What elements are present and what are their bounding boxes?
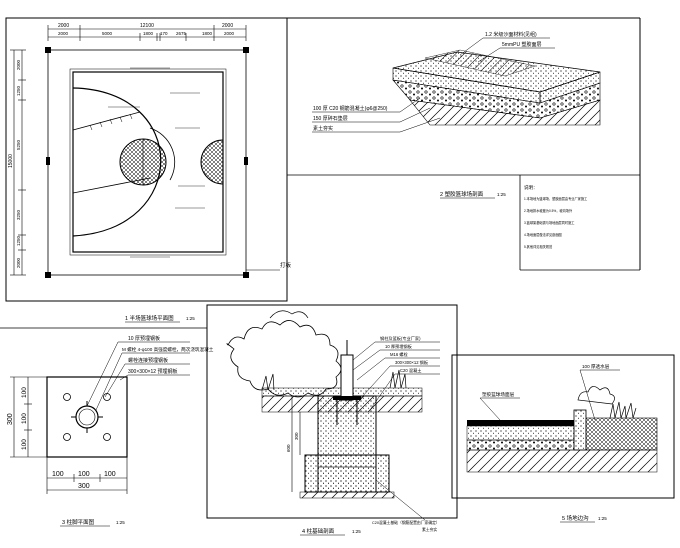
edge-detail: 塑胶篮球场面层 100 厚透水层 5 场地边沟 1:25 [451,354,675,523]
found-callout-5: C20 混凝土 [400,367,421,374]
found-note-2: 素土夯实 [422,527,437,532]
top-dim-inner-4: 170 [160,31,168,36]
left-dim-3: 5250 [16,139,21,150]
base-label-4: 300×300×12 预埋钢板 [128,368,177,375]
left-dim-total: 15000 [8,154,14,168]
top-dim-inner-7: 2000 [224,31,235,36]
left-dim-2: 1250 [16,85,21,96]
base-bottom-2: 100 [78,471,90,478]
surface-section: 1.2 米级沙面材料(见组) 5mmPU 塑胶面层 100 厚 C20 钢筋混凝… [312,31,601,199]
top-dim-inner-1: 2000 [58,31,69,36]
sec-label-5: 素土夯实 [313,125,333,132]
edge-caption: 5 场地边沟 [562,514,589,522]
edge-label-right: 100 厚透水层 [582,363,610,370]
notes-item-2: 2.场地排水坡度为0.5%，坡向场外 [524,208,573,213]
sec-label-4: 150 厚碎石垫层 [313,115,348,122]
court-plan: 2000 12100 2000 2000 5000 1800 170 2675 … [5,17,641,302]
found-callout-4: 300×300×12 钢板 [395,359,429,366]
notes-item-1: 1.本场地为篮球场，塑胶面层由专业厂家施工 [524,196,588,201]
sec-label-1: 1.2 米级沙面材料(见组) [485,31,537,38]
base-plate-plan: 10 厚预埋钢板 M 螺栓 4-φ100 高强度螺栓，两次浇筑混凝土 螺栓连接预… [0,327,214,527]
base-bottom-3: 100 [104,471,116,478]
base-bottom-total: 300 [78,483,90,490]
edge-label-left: 塑胶篮球场面层 [482,391,515,398]
base-left-2: 100 [21,413,28,424]
foundation-section: 钢柱及篮板(专业厂家) 10 厚预埋钢板 M16 螺栓 300×300×12 钢… [206,304,458,536]
found-scale: 1:25 [352,529,361,534]
top-dim-inner-6: 1800 [202,31,213,36]
top-dim-2: 12100 [140,23,154,29]
found-callout-1: 钢柱及篮板(专业厂家) [380,335,421,342]
base-left-3: 100 [21,439,28,450]
top-dim-inner-3: 1800 [143,31,154,36]
found-callout-2: 10 厚预埋钢板 [385,343,413,350]
notes-item-5: 5.其他详见相关规范 [524,244,553,249]
top-dim-inner-5: 2675 [176,31,187,36]
left-dim-5: 1250 [16,235,21,246]
notes-title: 说明： [524,184,538,191]
base-label-3: 螺栓连接预埋钢板 [128,357,168,364]
top-dim-1: 2000 [58,23,69,29]
sec-label-3: 100 厚 C20 钢筋混凝土(φ6@250) [313,105,388,112]
found-note-1: C20混凝土基础（钢筋配置由厂家确定） [372,520,440,525]
top-dim-3: 2000 [222,23,233,29]
base-left-1: 100 [21,387,28,398]
notes-item-4: 4.场地面层做法详见剖面图 [524,232,562,237]
sec-scale: 1:25 [497,192,506,197]
left-dim-4: 3250 [16,209,21,220]
found-callout-3: M16 螺栓 [390,351,408,358]
notes-item-3: 3.篮球架基础需与场地面层同时施工 [524,220,575,225]
base-caption: 3 柱脚平面图 [62,518,95,526]
sec-caption: 2 塑胶篮球场剖面 [440,190,484,198]
top-dim-inner-2: 5000 [102,31,113,36]
left-dim-1: 2000 [16,59,21,70]
notes-block: 说明： 1.本场地为篮球场，塑胶面层由专业厂家施工 2.场地排水坡度为0.5%，… [519,175,640,271]
plan-right-note: 打板 [280,261,292,269]
found-caption: 4 柱基础剖面 [302,527,335,535]
found-dim-2: 600 [286,444,291,452]
plan-scale: 1:25 [186,316,195,321]
sec-label-2: 5mmPU 塑胶面层 [502,41,541,48]
found-dim-1: 300 [294,432,299,440]
base-bottom-1: 100 [52,471,64,478]
base-label-2: M 螺栓 4-φ100 高强度螺栓，两次浇筑混凝土 [122,346,214,353]
left-dim-6: 2000 [16,257,21,268]
edge-scale: 1:25 [598,516,607,521]
plan-caption: 1 半场篮球场平面图 [125,314,174,322]
base-left-total: 300 [7,413,14,425]
base-scale: 1:25 [116,520,125,525]
base-label-1: 10 厚预埋钢板 [128,335,160,342]
